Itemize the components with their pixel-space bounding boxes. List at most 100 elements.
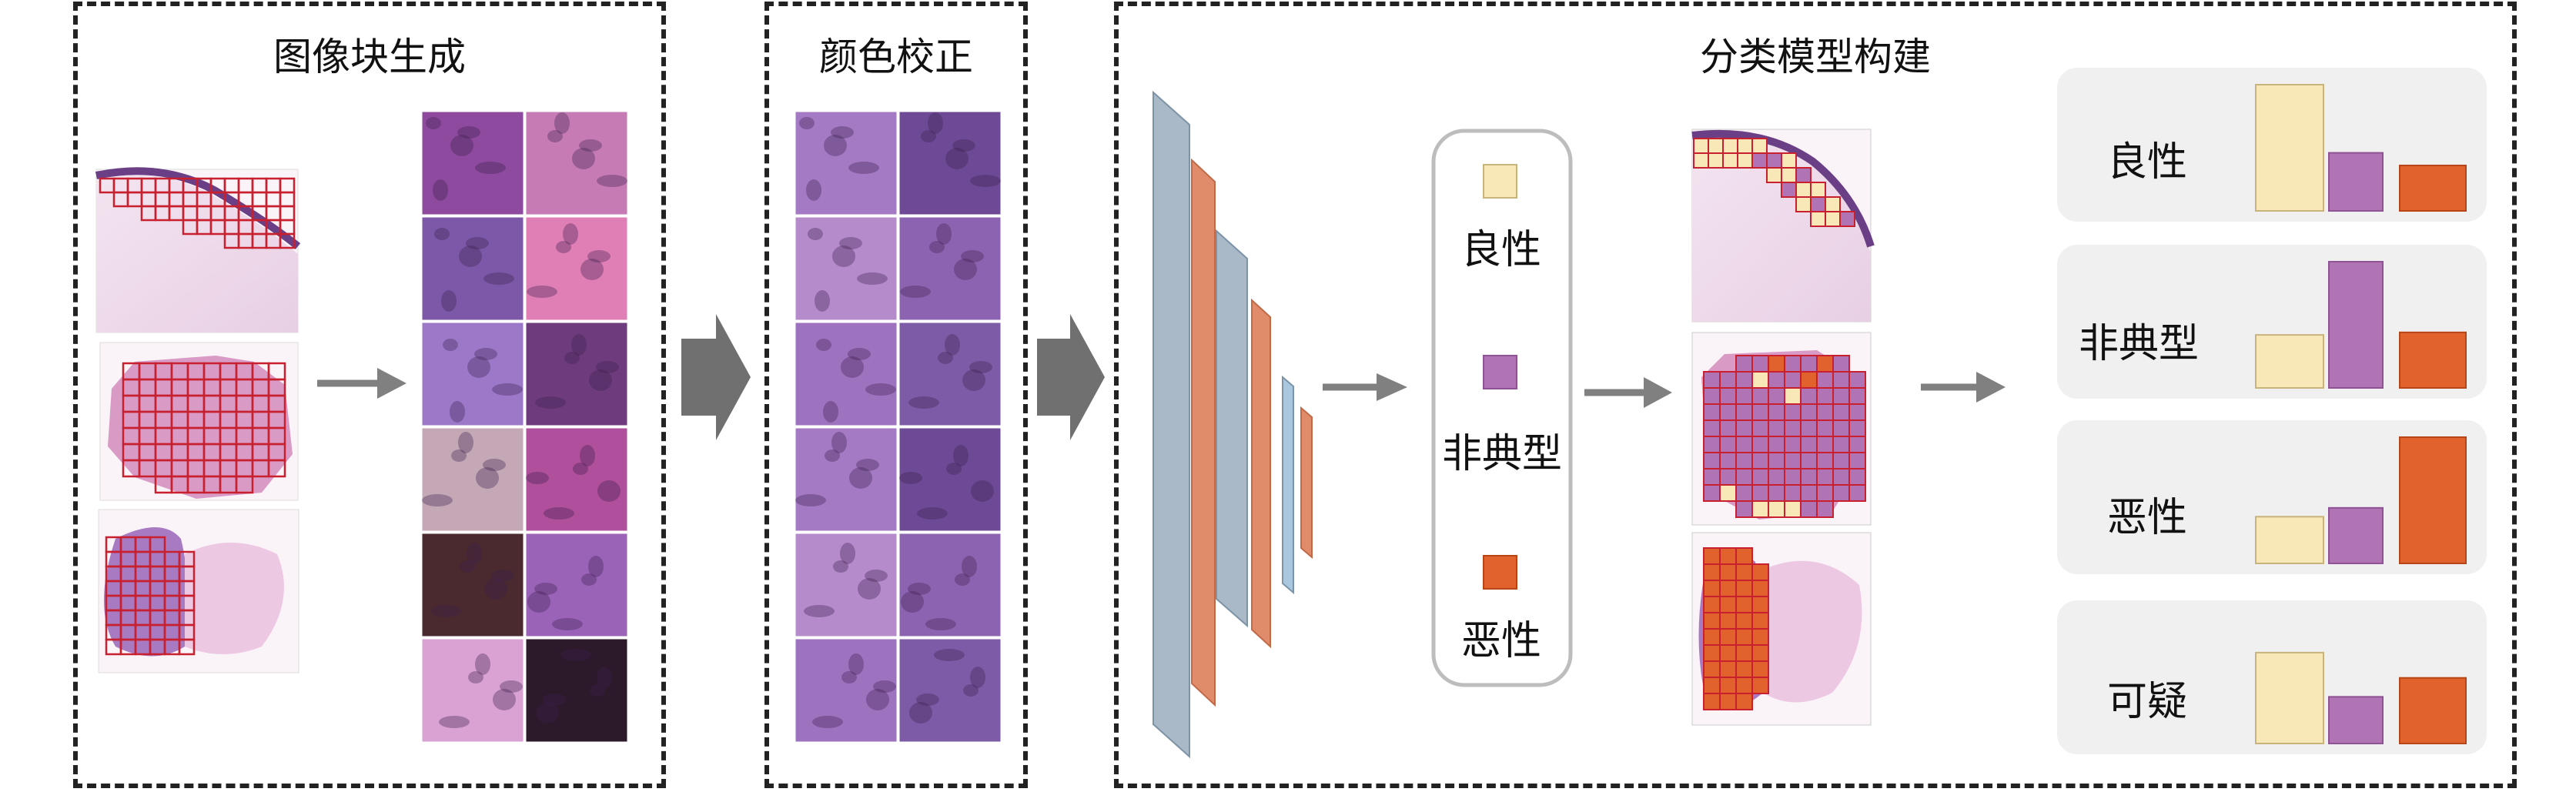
nucleus-texture: [848, 348, 871, 360]
nucleus-texture: [451, 449, 467, 462]
nucleus-texture: [899, 472, 922, 484]
nucleus-texture: [589, 369, 612, 391]
heatmap-cell: [1751, 355, 1769, 373]
nucleus-texture: [534, 583, 557, 595]
heatmap-cell: [1848, 436, 1866, 453]
heatmap-cell: [1719, 403, 1737, 421]
nucleus-texture: [970, 175, 1001, 187]
nucleus-texture: [476, 467, 499, 489]
heatmap-cell: [1751, 677, 1769, 694]
heatmap-cell: [1832, 371, 1850, 389]
nucleus-texture: [921, 130, 936, 142]
heatmap-cell: [1832, 484, 1850, 502]
heatmap-cell: [1751, 596, 1769, 613]
heatmap-cell: [1768, 387, 1785, 405]
heatmap-cell: [1848, 419, 1866, 437]
heatmap-cell: [1703, 580, 1721, 597]
probability-bar: [2328, 506, 2384, 565]
heatmap-cell: [1735, 403, 1753, 421]
heatmap-cell: [1735, 500, 1753, 518]
tissue-patch: [525, 111, 628, 216]
nucleus-texture: [588, 556, 604, 577]
probability-bar: [2328, 261, 2384, 389]
tissue-patch: [898, 638, 1002, 743]
heatmap-cell: [1719, 693, 1737, 710]
probability-bar: [2399, 677, 2467, 744]
heatmap-cell: [1784, 468, 1802, 486]
nucleus-texture: [536, 702, 559, 723]
heatmap-cell: [1693, 152, 1709, 169]
result-card-label-3: 恶性: [2107, 495, 2188, 541]
nucleus-texture: [955, 573, 970, 586]
nucleus-texture: [491, 570, 514, 582]
nucleus-texture: [841, 356, 864, 378]
tissue-patch: [898, 533, 1002, 637]
nucleus-texture: [543, 693, 566, 706]
nucleus-texture: [916, 693, 939, 706]
legend-label-malignant: 恶性: [1461, 618, 1542, 664]
heatmap-cell: [1703, 484, 1721, 502]
nucleus-texture: [953, 445, 969, 466]
heatmap-cell: [1768, 355, 1785, 373]
heatmap-cell: [1768, 403, 1785, 421]
heatmap-cell: [1719, 644, 1737, 662]
heatmap-cell: [1766, 152, 1782, 169]
heatmap-cell: [1768, 452, 1785, 470]
nucleus-texture: [808, 228, 823, 240]
color-correction-title: 颜色校正: [819, 35, 973, 79]
heatmap-cell: [1751, 371, 1769, 389]
heatmap-cell: [1735, 628, 1753, 646]
heatmap-cell: [1751, 644, 1769, 662]
nucleus-texture: [579, 139, 602, 152]
nucleus-texture: [475, 653, 490, 675]
heatmap-cell: [1795, 196, 1812, 212]
heatmap-cell: [1800, 355, 1818, 373]
heatmap-cell: [1703, 563, 1721, 581]
heatmap-cell: [1703, 660, 1721, 678]
nucleus-texture: [580, 445, 595, 466]
heatmap-cell: [1703, 677, 1721, 694]
nucleus-texture: [552, 618, 583, 630]
heatmap-cell: [1816, 371, 1834, 389]
result-cards: [2057, 68, 2487, 754]
heatmap-cell: [1737, 152, 1753, 169]
patch-generation-title: 图像块生成: [273, 35, 466, 79]
heatmap-cell: [1781, 167, 1797, 183]
heatmap-cell: [1735, 677, 1753, 694]
nucleus-texture: [500, 680, 523, 693]
heatmap-cell: [1768, 468, 1785, 486]
nucleus-texture: [430, 605, 461, 617]
nucleus-texture: [597, 480, 621, 502]
probability-bar: [2399, 331, 2467, 389]
nucleus-texture: [468, 671, 483, 683]
heatmap-cell: [1816, 387, 1834, 405]
heatmap-cell: [1848, 484, 1866, 502]
heatmap-cell: [1735, 580, 1753, 597]
nucleus-texture: [936, 223, 952, 245]
heatmap-cell: [1781, 182, 1797, 198]
nucleus-texture: [484, 578, 507, 600]
color-corrected-patch-grid: [795, 111, 1002, 743]
heatmap-cell: [1751, 419, 1769, 437]
heatmap-cell: [1832, 452, 1850, 470]
result-card-label-4: 可疑: [2107, 679, 2188, 725]
heatmap-cell: [1703, 371, 1721, 389]
grid-cell: [178, 638, 196, 656]
nucleus-texture: [865, 383, 896, 396]
heatmap-cell: [1719, 371, 1737, 389]
heatmap-cell: [1737, 138, 1753, 154]
nucleus-texture: [945, 334, 960, 356]
heatmap-cell: [1735, 355, 1753, 373]
heatmap-cell: [1703, 403, 1721, 421]
nucleus-texture: [971, 480, 994, 502]
heatmap-cell: [1832, 436, 1850, 453]
legend-label-benign: 良性: [1461, 227, 1542, 273]
nucleus-texture: [467, 356, 490, 378]
heatmap-cell: [1781, 152, 1797, 169]
nucleus-texture: [824, 135, 847, 156]
classification-title: 分类模型构建: [1700, 35, 1931, 79]
nucleus-texture: [917, 507, 948, 520]
tissue-patch: [795, 427, 898, 532]
nucleus-texture: [597, 667, 612, 688]
nucleus-texture: [458, 432, 473, 453]
